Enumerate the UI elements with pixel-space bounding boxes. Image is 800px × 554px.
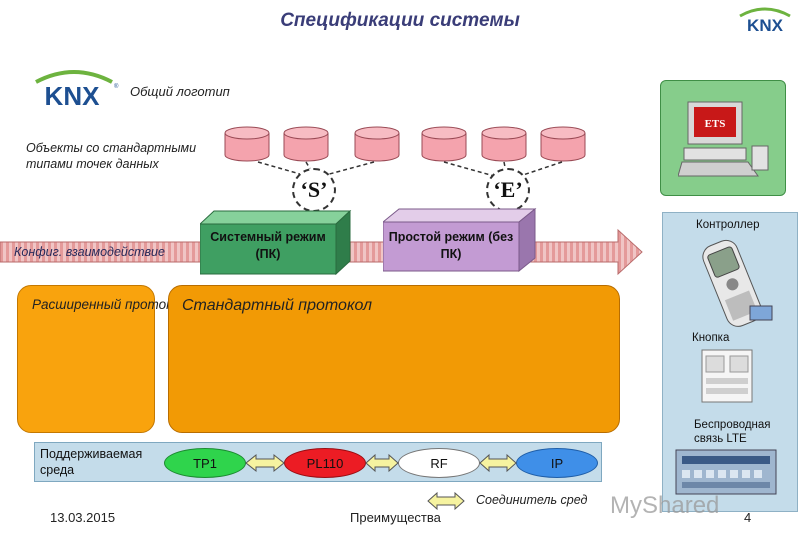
mode-s-circle: ‘S’: [292, 168, 336, 212]
wireless-device-icon: [675, 449, 777, 495]
ets-text: ETS: [705, 118, 726, 130]
wireless-label: Беспроводная связь LTE: [694, 419, 771, 445]
watermark: MyShared: [610, 492, 720, 519]
page-number: 4: [744, 510, 752, 525]
knx-logo: KNX ®: [35, 70, 119, 110]
button-label: Кнопка: [692, 332, 730, 344]
medium-tp1: TP1: [164, 448, 246, 478]
easy-mode-label: Простой режим (без ПК): [388, 230, 514, 261]
ets-computer-icon: ETS: [678, 101, 769, 177]
easy-mode-box: [383, 208, 537, 273]
knx-logo-text: KNX: [45, 81, 101, 110]
extended-protocol-label: Расширенный протокол: [32, 297, 188, 312]
medium-pl110: PL110: [284, 448, 366, 478]
datapoint-cylinder: [421, 126, 467, 162]
medium-ip: IP: [516, 448, 598, 478]
datapoint-cylinder: [481, 126, 527, 162]
mode-e-circle: ‘E’: [486, 168, 530, 212]
controller-device-icon: [702, 239, 773, 327]
standard-protocol-block: [168, 285, 620, 433]
connector-legend-label: Соединитель сред: [476, 493, 588, 507]
knx-logo-small: KNX: [739, 7, 791, 34]
controller-label: Контроллер: [696, 219, 760, 231]
medium-connectors: [245, 453, 517, 473]
extended-protocol-block: [17, 285, 155, 433]
datapoint-cylinder: [283, 126, 329, 162]
datapoint-cylinder: [224, 126, 270, 162]
footer-center: Преимущества: [350, 510, 441, 525]
svg-text:®: ®: [114, 83, 119, 90]
footer-date: 13.03.2015: [50, 510, 116, 525]
objects-label: Объекты со стандартными типами точек дан…: [26, 141, 197, 171]
system-mode-label: Системный режим (ПК): [210, 230, 326, 261]
supported-medium-label: Поддерживаемая среда: [40, 447, 143, 477]
standard-protocol-label: Стандартный протокол: [182, 297, 373, 314]
common-logo-label: Общий логотип: [130, 84, 230, 99]
ets-panel: [660, 80, 786, 196]
connector-legend-icon: [427, 491, 465, 511]
datapoint-cylinder: [540, 126, 586, 162]
page-title: Спецификации системы: [280, 10, 520, 31]
knx-logo-small-text: KNX: [747, 16, 784, 34]
config-interaction-label: Конфиг. взаимодействие: [14, 245, 165, 259]
datapoint-cylinder: [354, 126, 400, 162]
button-device-icon: [701, 349, 753, 403]
